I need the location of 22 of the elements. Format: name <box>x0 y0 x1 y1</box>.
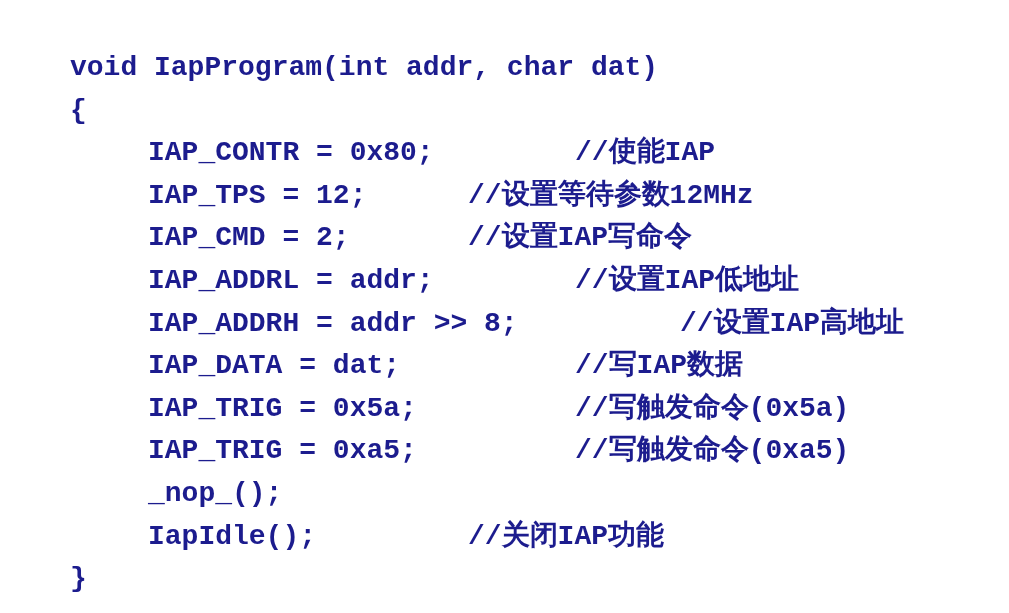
code-line: IAP_CMD = 2; <box>148 221 350 256</box>
code-comment: //使能IAP <box>575 136 715 171</box>
code-comment: //设置等待参数12MHz <box>468 178 754 213</box>
code-comment: //写触发命令(0x5a) <box>575 391 850 426</box>
code-line: _nop_(); <box>148 477 283 511</box>
code-line: IAP_ADDRH = addr >> 8; <box>148 306 518 341</box>
code-comment: //设置IAP高地址 <box>680 306 904 341</box>
code-line: IAP_CONTR = 0x80; <box>148 136 434 171</box>
code-comment: //设置IAP低地址 <box>575 264 799 298</box>
code-line: { <box>70 93 87 128</box>
code-line: IAP_TRIG = 0xa5; <box>148 434 417 469</box>
code-line: void IapProgram(int addr, char dat) <box>70 51 659 85</box>
code-line: } <box>70 562 87 597</box>
code-comment: //设置IAP写命令 <box>468 221 692 256</box>
code-line: IAP_ADDRL = addr; <box>148 264 434 298</box>
code-line: IAP_TRIG = 0x5a; <box>148 391 417 426</box>
code-line: IAP_TPS = 12; <box>148 178 367 213</box>
code-comment: //写触发命令(0xa5) <box>575 434 850 469</box>
code-line: IapIdle(); <box>148 519 317 554</box>
code-line: IAP_DATA = dat; <box>148 349 401 384</box>
code-comment: //关闭IAP功能 <box>468 519 664 554</box>
code-comment: //写IAP数据 <box>575 349 743 384</box>
